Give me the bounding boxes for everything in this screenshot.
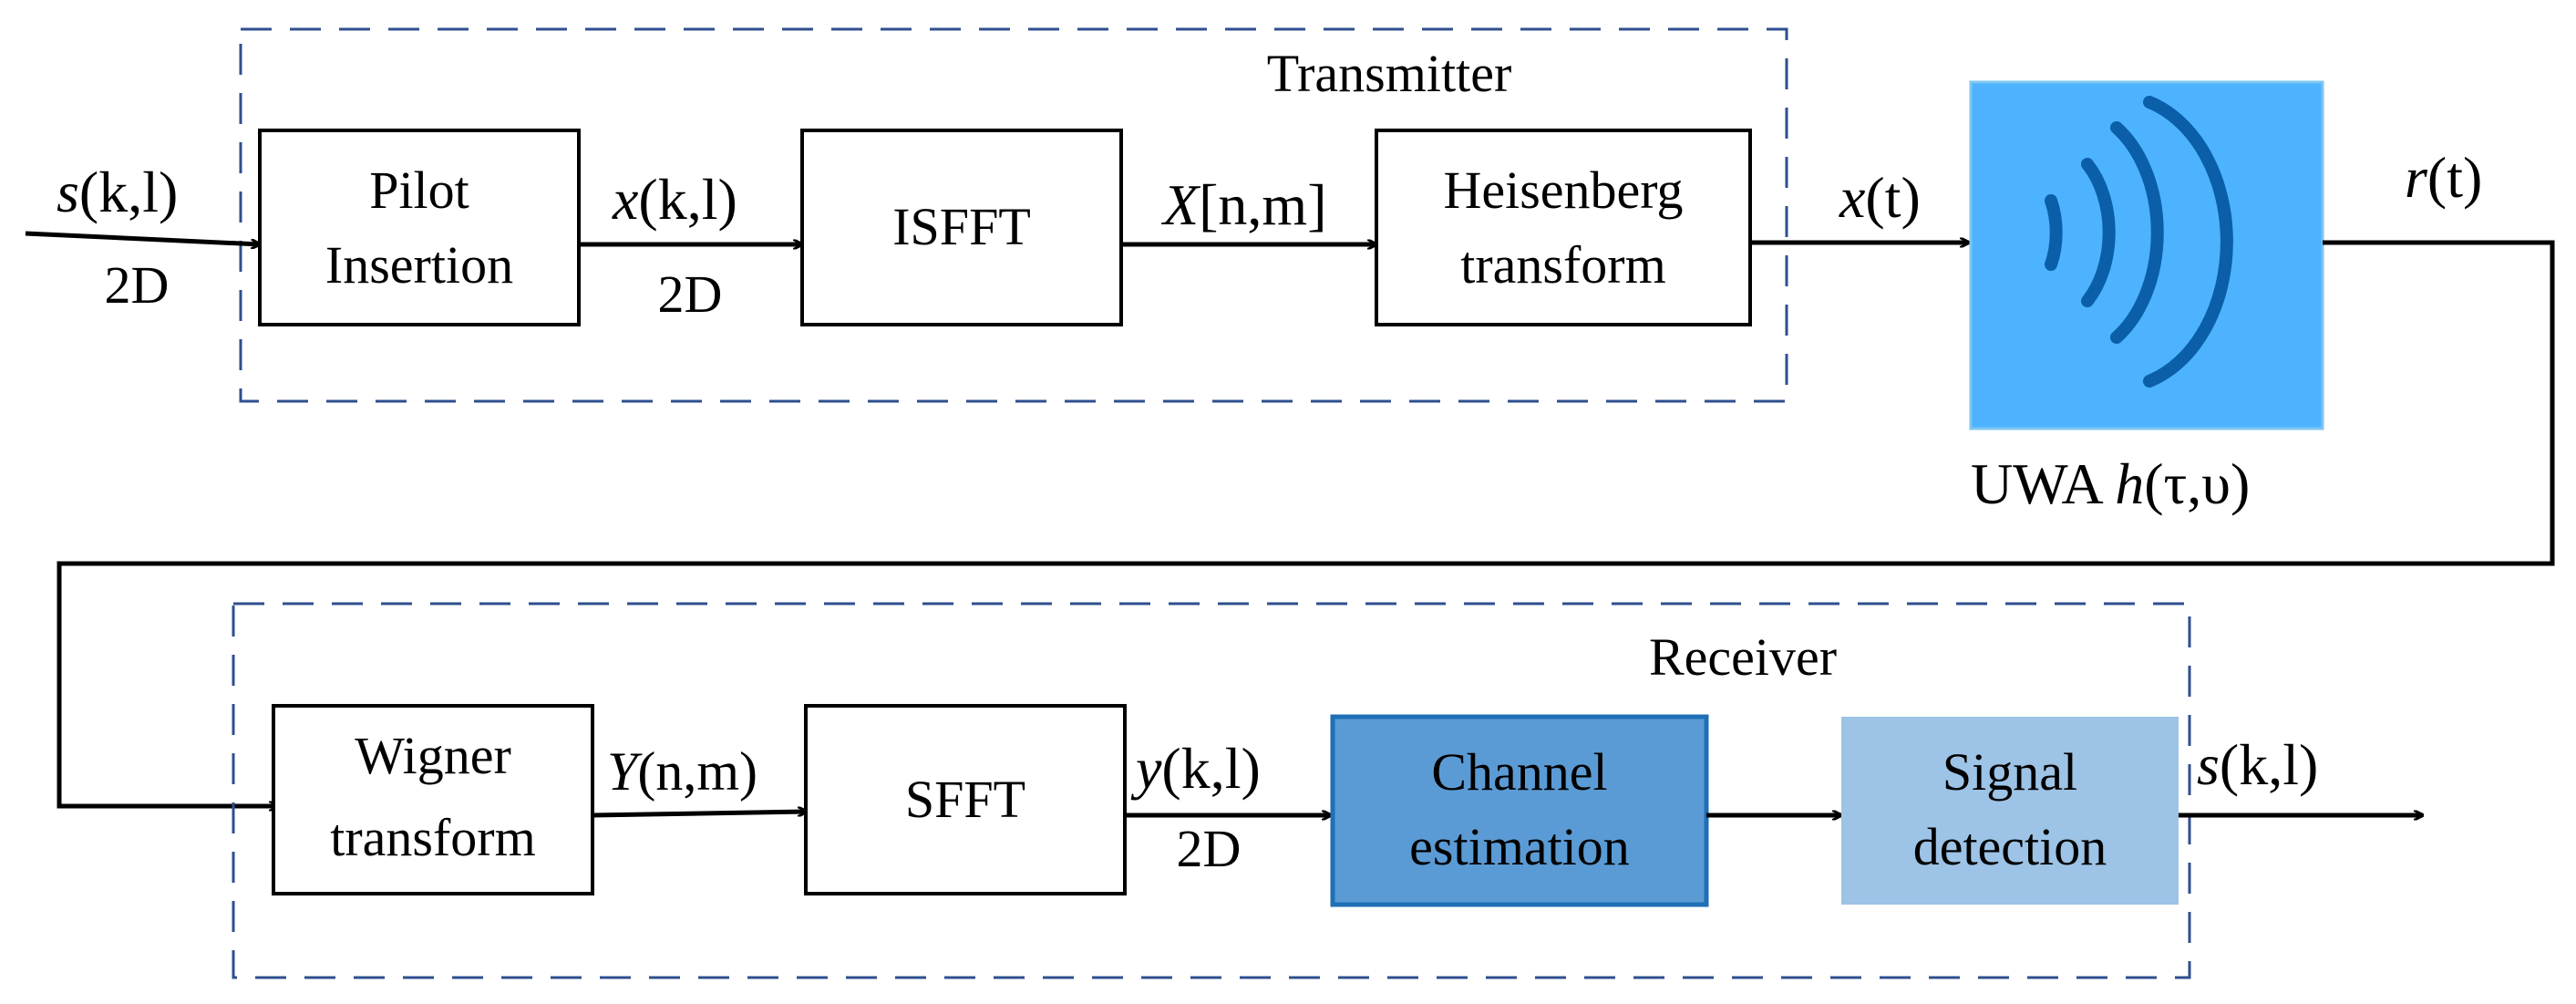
sfft-label: SFFT: [905, 770, 1025, 829]
signal-detection-label-line1: Signal: [1942, 742, 2077, 802]
isfft-block: [800, 129, 1123, 326]
pilot-insertion-label-line2: Insertion: [325, 235, 513, 295]
wigner-label-line1: Wigner: [355, 726, 511, 785]
signal-detection-block: [1841, 717, 2179, 905]
sfft-block: [804, 704, 1127, 895]
transmitter-label: Transmitter: [1267, 44, 1512, 103]
channel-estimation-label-line2: estimation: [1409, 817, 1630, 876]
pilot-insertion-label-line1: Pilot: [369, 160, 469, 220]
heisenberg-transform-block: [1375, 129, 1752, 326]
sfft-output-dimension-label: 2D: [1177, 819, 1242, 878]
received-signal-label: r(t): [2405, 145, 2482, 210]
transmitter-frame: [239, 27, 1788, 403]
pilot-output-dimension-label: 2D: [658, 264, 723, 324]
receiver-label: Receiver: [1649, 627, 1837, 687]
wigner-output-label: Y(n,m): [607, 741, 757, 802]
input-arrow: [25, 231, 260, 244]
input-dimension-label: 2D: [105, 255, 170, 315]
signal-waves-icon: [2045, 96, 2233, 388]
pilot-insertion-block: [258, 129, 581, 326]
uwa-channel-label: UWA h(τ,υ): [1971, 451, 2250, 516]
heisenberg-label-line1: Heisenberg: [1443, 160, 1683, 220]
receiver-frame: [232, 602, 2191, 979]
signal-detection-label-line2: detection: [1913, 817, 2107, 876]
channel-estimation-label-line1: Channel: [1431, 742, 1607, 802]
channel-to-receiver-wire: [57, 240, 2555, 806]
wigner-label-line2: transform: [330, 808, 536, 867]
channel-estimation-block: [1330, 714, 1709, 907]
sfft-output-label: y(k,l): [1130, 736, 1261, 801]
isfft-label: ISFFT: [892, 197, 1031, 256]
heisenberg-label-line2: transform: [1460, 235, 1666, 295]
transmit-signal-label: x(t): [1839, 165, 1921, 230]
wigner-transform-block: [272, 704, 594, 895]
output-signal-label: s(k,l): [2197, 732, 2318, 797]
input-signal-label: s(k,l): [57, 160, 178, 224]
isfft-output-label: X[n,m]: [1160, 172, 1327, 237]
uwa-channel-block: [1969, 80, 2324, 430]
wigner-to-sfft-arrow: [592, 812, 807, 818]
pilot-output-label: x(k,l): [612, 167, 737, 232]
